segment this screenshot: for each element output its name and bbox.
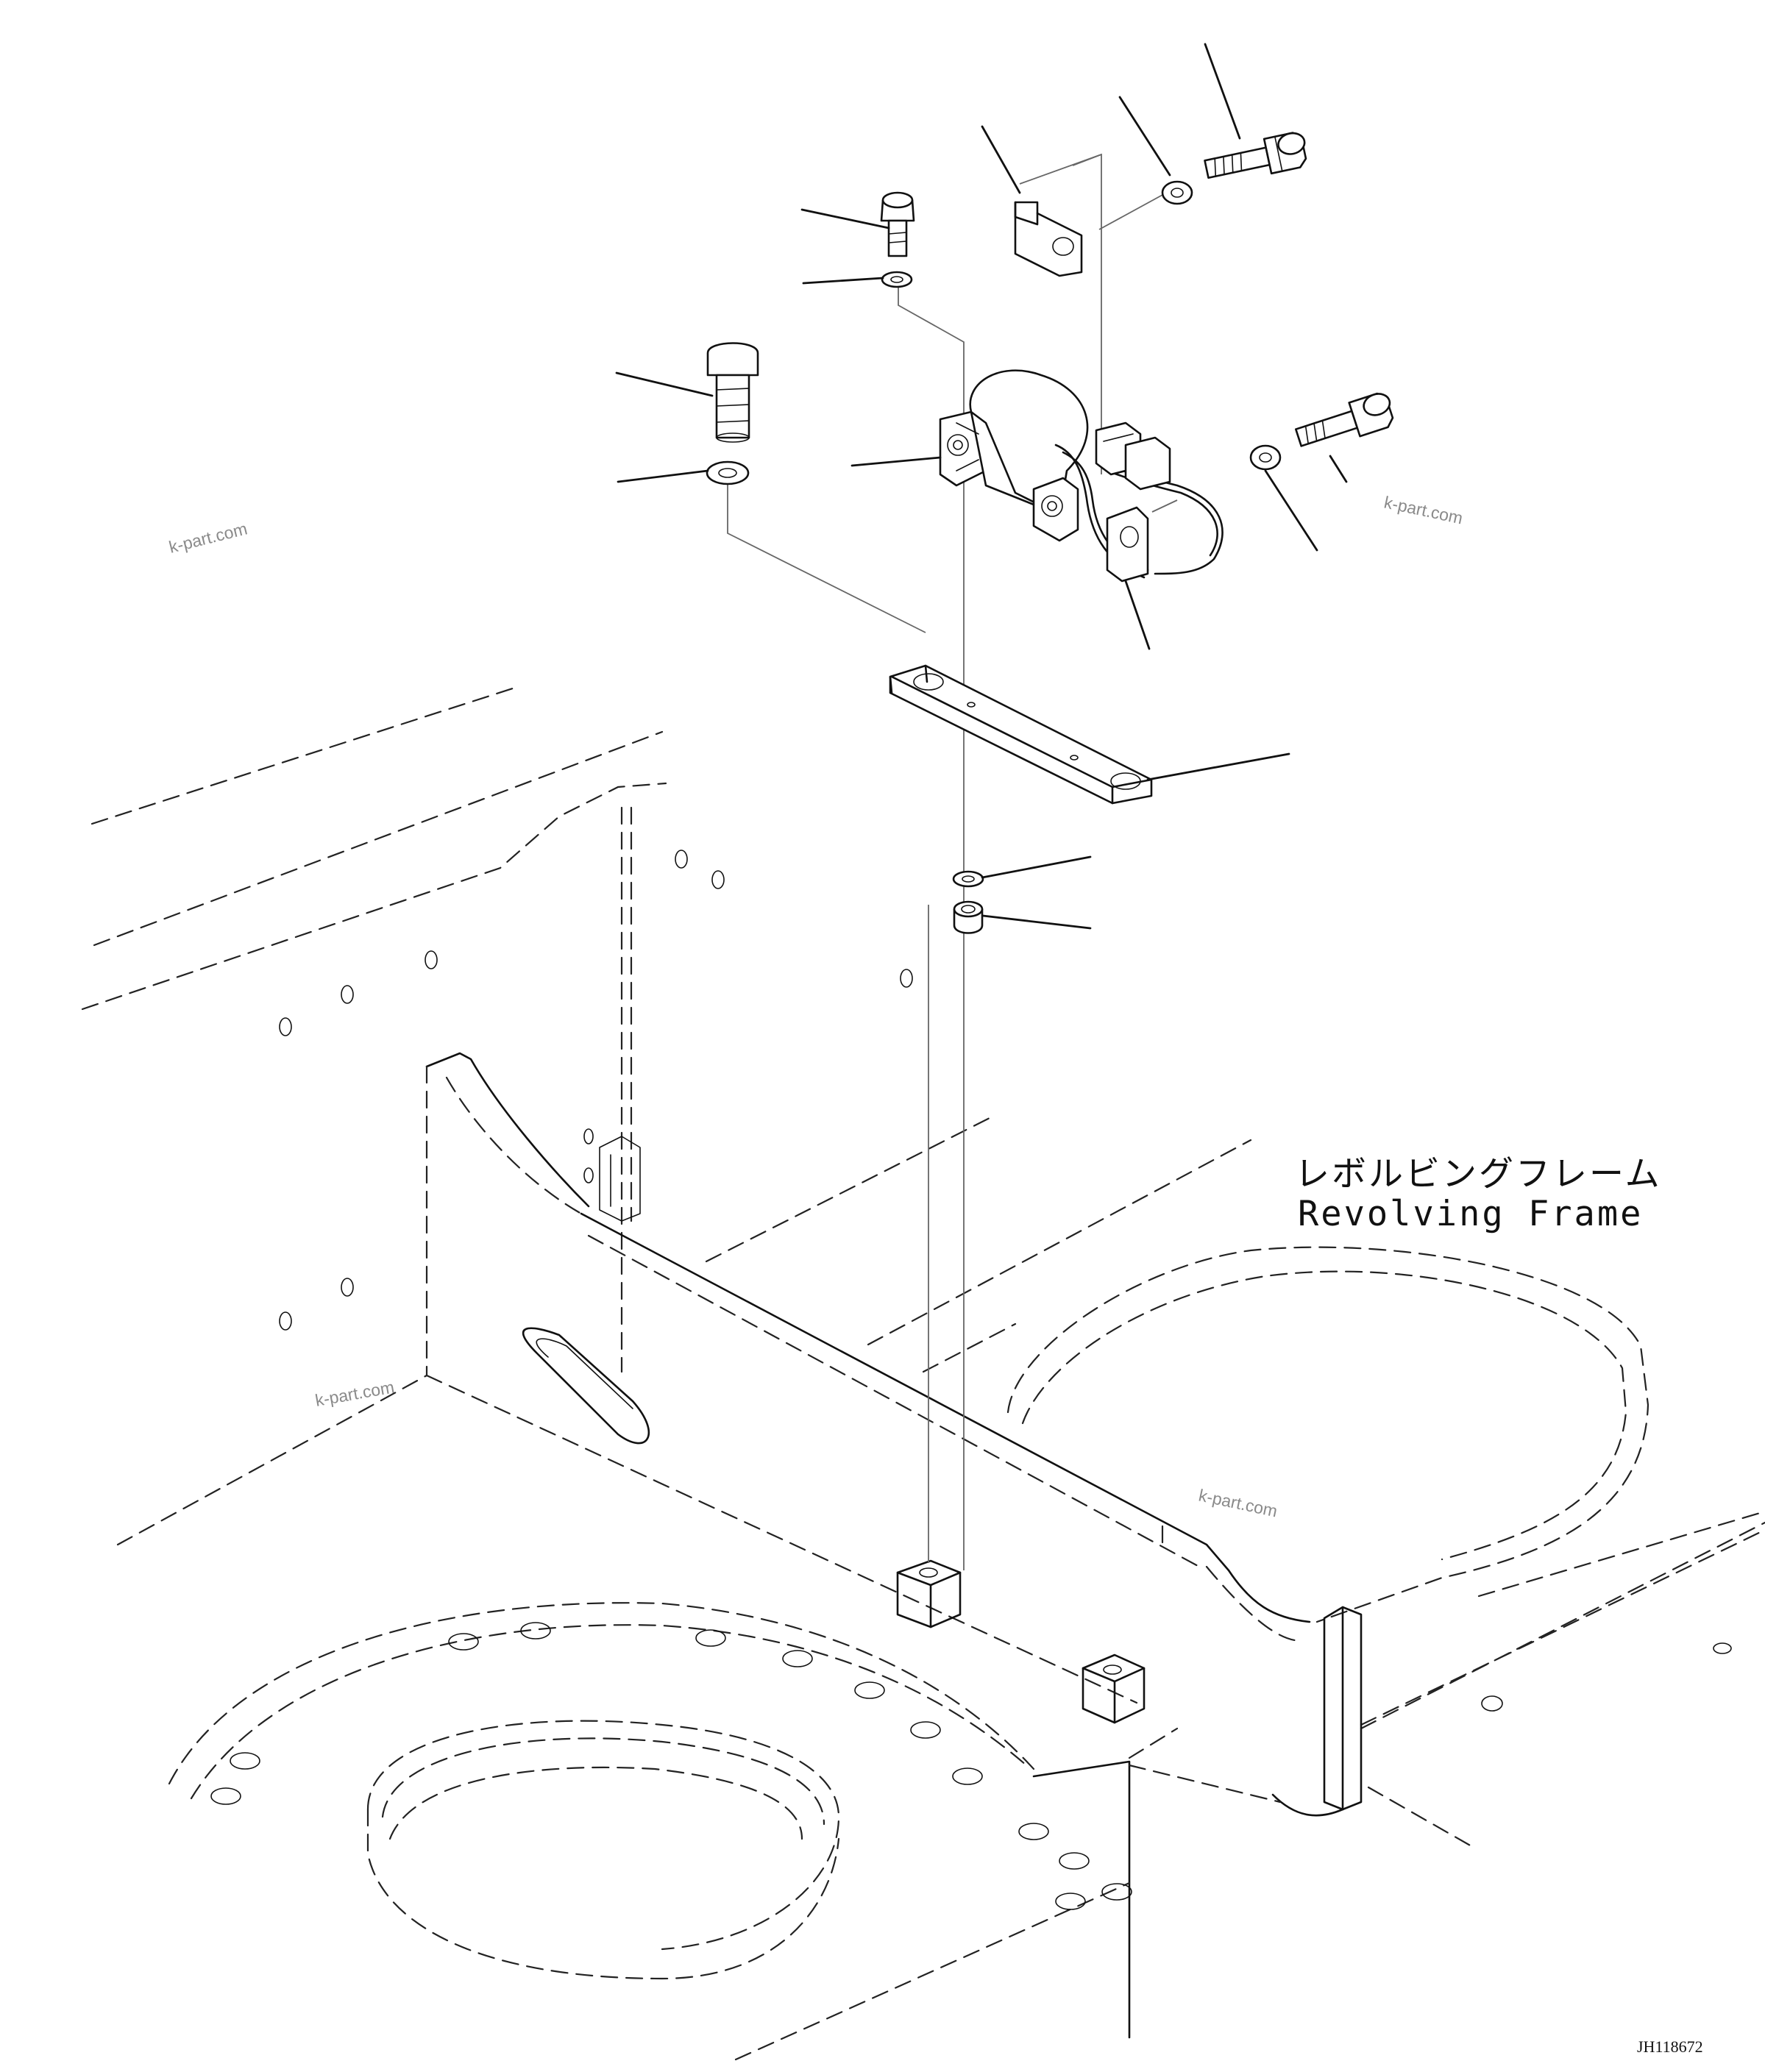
- watermark: k-part.com: [1197, 1485, 1279, 1520]
- leader-6: [615, 371, 714, 397]
- leader-7: [617, 469, 709, 483]
- drawing-code: JH118672: [1637, 2037, 1703, 2056]
- leader-8: [850, 456, 942, 467]
- weld-nut-block-right: [1082, 1653, 1146, 1724]
- leader-13: [981, 855, 1092, 879]
- bolt-right: [1294, 392, 1394, 447]
- washer-large: [706, 460, 750, 485]
- revolving-frame: [81, 686, 1765, 2061]
- mounting-plate: [889, 664, 1153, 805]
- leader-1: [1204, 43, 1241, 140]
- leader-11: [1124, 580, 1151, 650]
- frame-label-japanese: レボルビングフレーム: [1295, 1154, 1662, 1195]
- leader-2: [1118, 96, 1171, 177]
- washer-top: [1161, 180, 1193, 205]
- bracket-top: [1014, 201, 1083, 277]
- leader-3: [981, 125, 1021, 194]
- travel-alarm-unit: [939, 369, 1224, 583]
- bolt-top: [1204, 132, 1307, 179]
- assembly-lines: [727, 153, 1178, 1570]
- leader-10: [1329, 455, 1348, 483]
- leader-lines: [615, 43, 1348, 930]
- washer-small: [881, 271, 913, 288]
- frame-label: レボルビングフレーム Revolving Frame: [1295, 1154, 1662, 1234]
- washer-right: [1249, 444, 1282, 471]
- washer-bottom: [952, 870, 984, 888]
- leader-12: [1146, 752, 1290, 781]
- frame-label-english: Revolving Frame: [1298, 1194, 1643, 1234]
- leader-5: [802, 277, 884, 285]
- watermark: k-part.com: [1382, 492, 1465, 527]
- nut-bottom: [953, 900, 984, 934]
- leader-9: [1264, 469, 1318, 552]
- weld-nut-block-left: [896, 1559, 962, 1628]
- watermark: k-part.com: [313, 1377, 396, 1409]
- leader-14: [981, 914, 1092, 930]
- bolt-large: [706, 342, 759, 443]
- leader-4: [800, 208, 890, 229]
- watermark: k-part.com: [167, 519, 249, 557]
- bolt-small: [880, 191, 915, 257]
